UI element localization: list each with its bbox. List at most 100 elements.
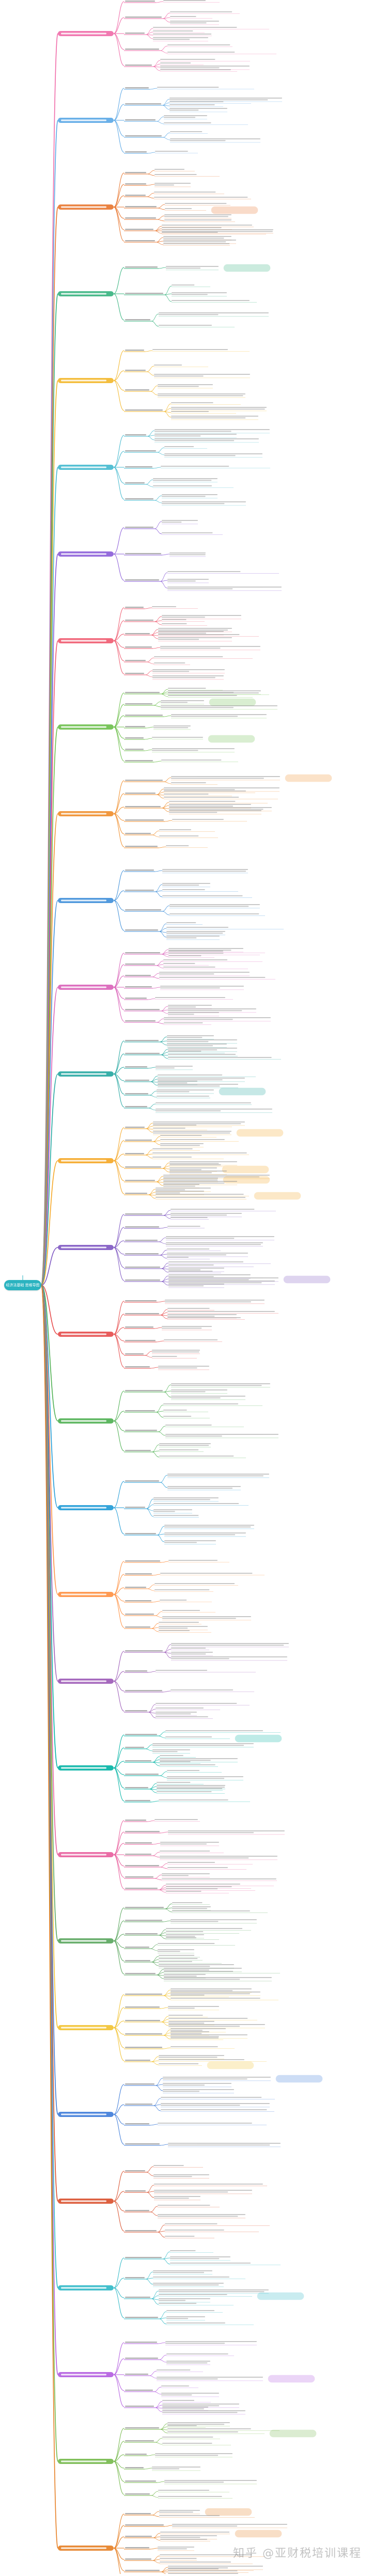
detail-connector [150, 391, 158, 396]
detail-connector [149, 1095, 157, 1098]
subtopic-text [125, 1410, 155, 1412]
detail-text [154, 374, 250, 375]
detail-text [171, 1995, 205, 1996]
detail-text [168, 1014, 194, 1015]
subtopic-text [125, 135, 162, 137]
subtopic-text [125, 2406, 154, 2407]
detail-text [156, 1066, 193, 1067]
detail-text [163, 2084, 205, 2086]
detail-text [171, 1648, 206, 1649]
subtopic-text [125, 1300, 157, 1302]
subtopic-connector [113, 267, 125, 294]
detail-text [170, 22, 207, 24]
detail-text [154, 169, 185, 170]
detail-connector [162, 17, 171, 19]
branch-topic-text [61, 553, 106, 555]
detail-connector [157, 452, 165, 455]
detail-text [158, 637, 232, 638]
detail-text [157, 1782, 191, 1783]
subtopic-text [125, 620, 153, 621]
detail-text [163, 2091, 200, 2092]
detail-text [168, 1830, 285, 1831]
detail-text [161, 2393, 219, 2394]
detail-connector [154, 884, 163, 892]
branch-topic-text [61, 293, 106, 295]
detail-text [167, 580, 196, 582]
detail-text [168, 1051, 202, 1052]
subtopic-text [125, 1140, 152, 1141]
detail-text [166, 936, 220, 937]
detail-text [171, 2046, 218, 2047]
detail-text [169, 807, 272, 808]
detail-text [162, 615, 241, 616]
detail-connector [150, 629, 159, 636]
detail-text [159, 2055, 224, 2056]
detail-text [163, 1182, 225, 1184]
detail-connector [158, 1885, 166, 1890]
subtopic-connector [113, 1247, 125, 1281]
detail-text [155, 151, 188, 152]
detail-text [167, 1308, 210, 1309]
detail-connector [156, 1181, 164, 1186]
detail-text [153, 485, 212, 486]
detail-text [152, 671, 190, 672]
detail-text [161, 760, 222, 761]
detail-text [158, 1082, 188, 1084]
detail-text [163, 1175, 270, 1176]
detail-text [162, 617, 205, 618]
detail-connector [146, 366, 154, 372]
subtopic-text [125, 703, 152, 705]
subtopic-connector [113, 2007, 125, 2028]
root-topic[interactable]: 经济法基础 思维导图 [4, 1280, 41, 1290]
note-bubble [283, 1275, 331, 1284]
subtopic-connector [113, 554, 125, 581]
detail-text [159, 2294, 227, 2295]
detail-text [154, 2198, 189, 2199]
detail-text [162, 227, 222, 228]
detail-connector [154, 2407, 163, 2412]
detail-connector [157, 219, 165, 222]
detail-text [159, 2303, 197, 2304]
detail-text [171, 408, 265, 410]
detail-text [158, 2496, 222, 2497]
detail-text [171, 1385, 262, 1386]
detail-text [168, 1010, 242, 1012]
subtopic-connector [113, 2287, 125, 2318]
detail-text [163, 240, 236, 241]
detail-connector [164, 1908, 173, 1913]
subtopic-text [125, 952, 160, 954]
detail-text [162, 2437, 213, 2438]
detail-text [153, 1515, 199, 1516]
detail-text [156, 1102, 251, 1103]
subtopic-text [125, 806, 161, 808]
detail-text [161, 700, 204, 701]
detail-connector [149, 88, 158, 90]
detail-text [153, 1511, 175, 1512]
branch-topic-text [61, 1420, 106, 1422]
detail-connector [151, 976, 160, 979]
subtopic-connector [113, 2027, 125, 2061]
detail-text [159, 2298, 210, 2299]
detail-text [167, 579, 209, 580]
detail-connector [148, 1067, 156, 1069]
detail-connector [157, 204, 165, 209]
detail-text [153, 2174, 209, 2175]
detail-connector [163, 1214, 171, 1216]
detail-text [170, 131, 203, 132]
detail-connector [154, 495, 162, 501]
detail-connector [157, 1535, 165, 1542]
detail-connector [145, 1748, 153, 1751]
detail-text [171, 2037, 219, 2038]
detail-text [167, 1778, 225, 1779]
detail-text [171, 1658, 229, 1660]
detail-connector [154, 2438, 163, 2443]
detail-connector [160, 1227, 168, 1229]
detail-connector [161, 2021, 169, 2026]
branch-topic-text [61, 2200, 106, 2202]
subtopic-connector [113, 33, 125, 50]
branch-topic-text [61, 2374, 106, 2376]
subtopic-connector [113, 1934, 125, 1941]
note-bubble [285, 774, 332, 782]
subtopic-connector [113, 2020, 125, 2028]
note-bubble [235, 2530, 282, 2538]
